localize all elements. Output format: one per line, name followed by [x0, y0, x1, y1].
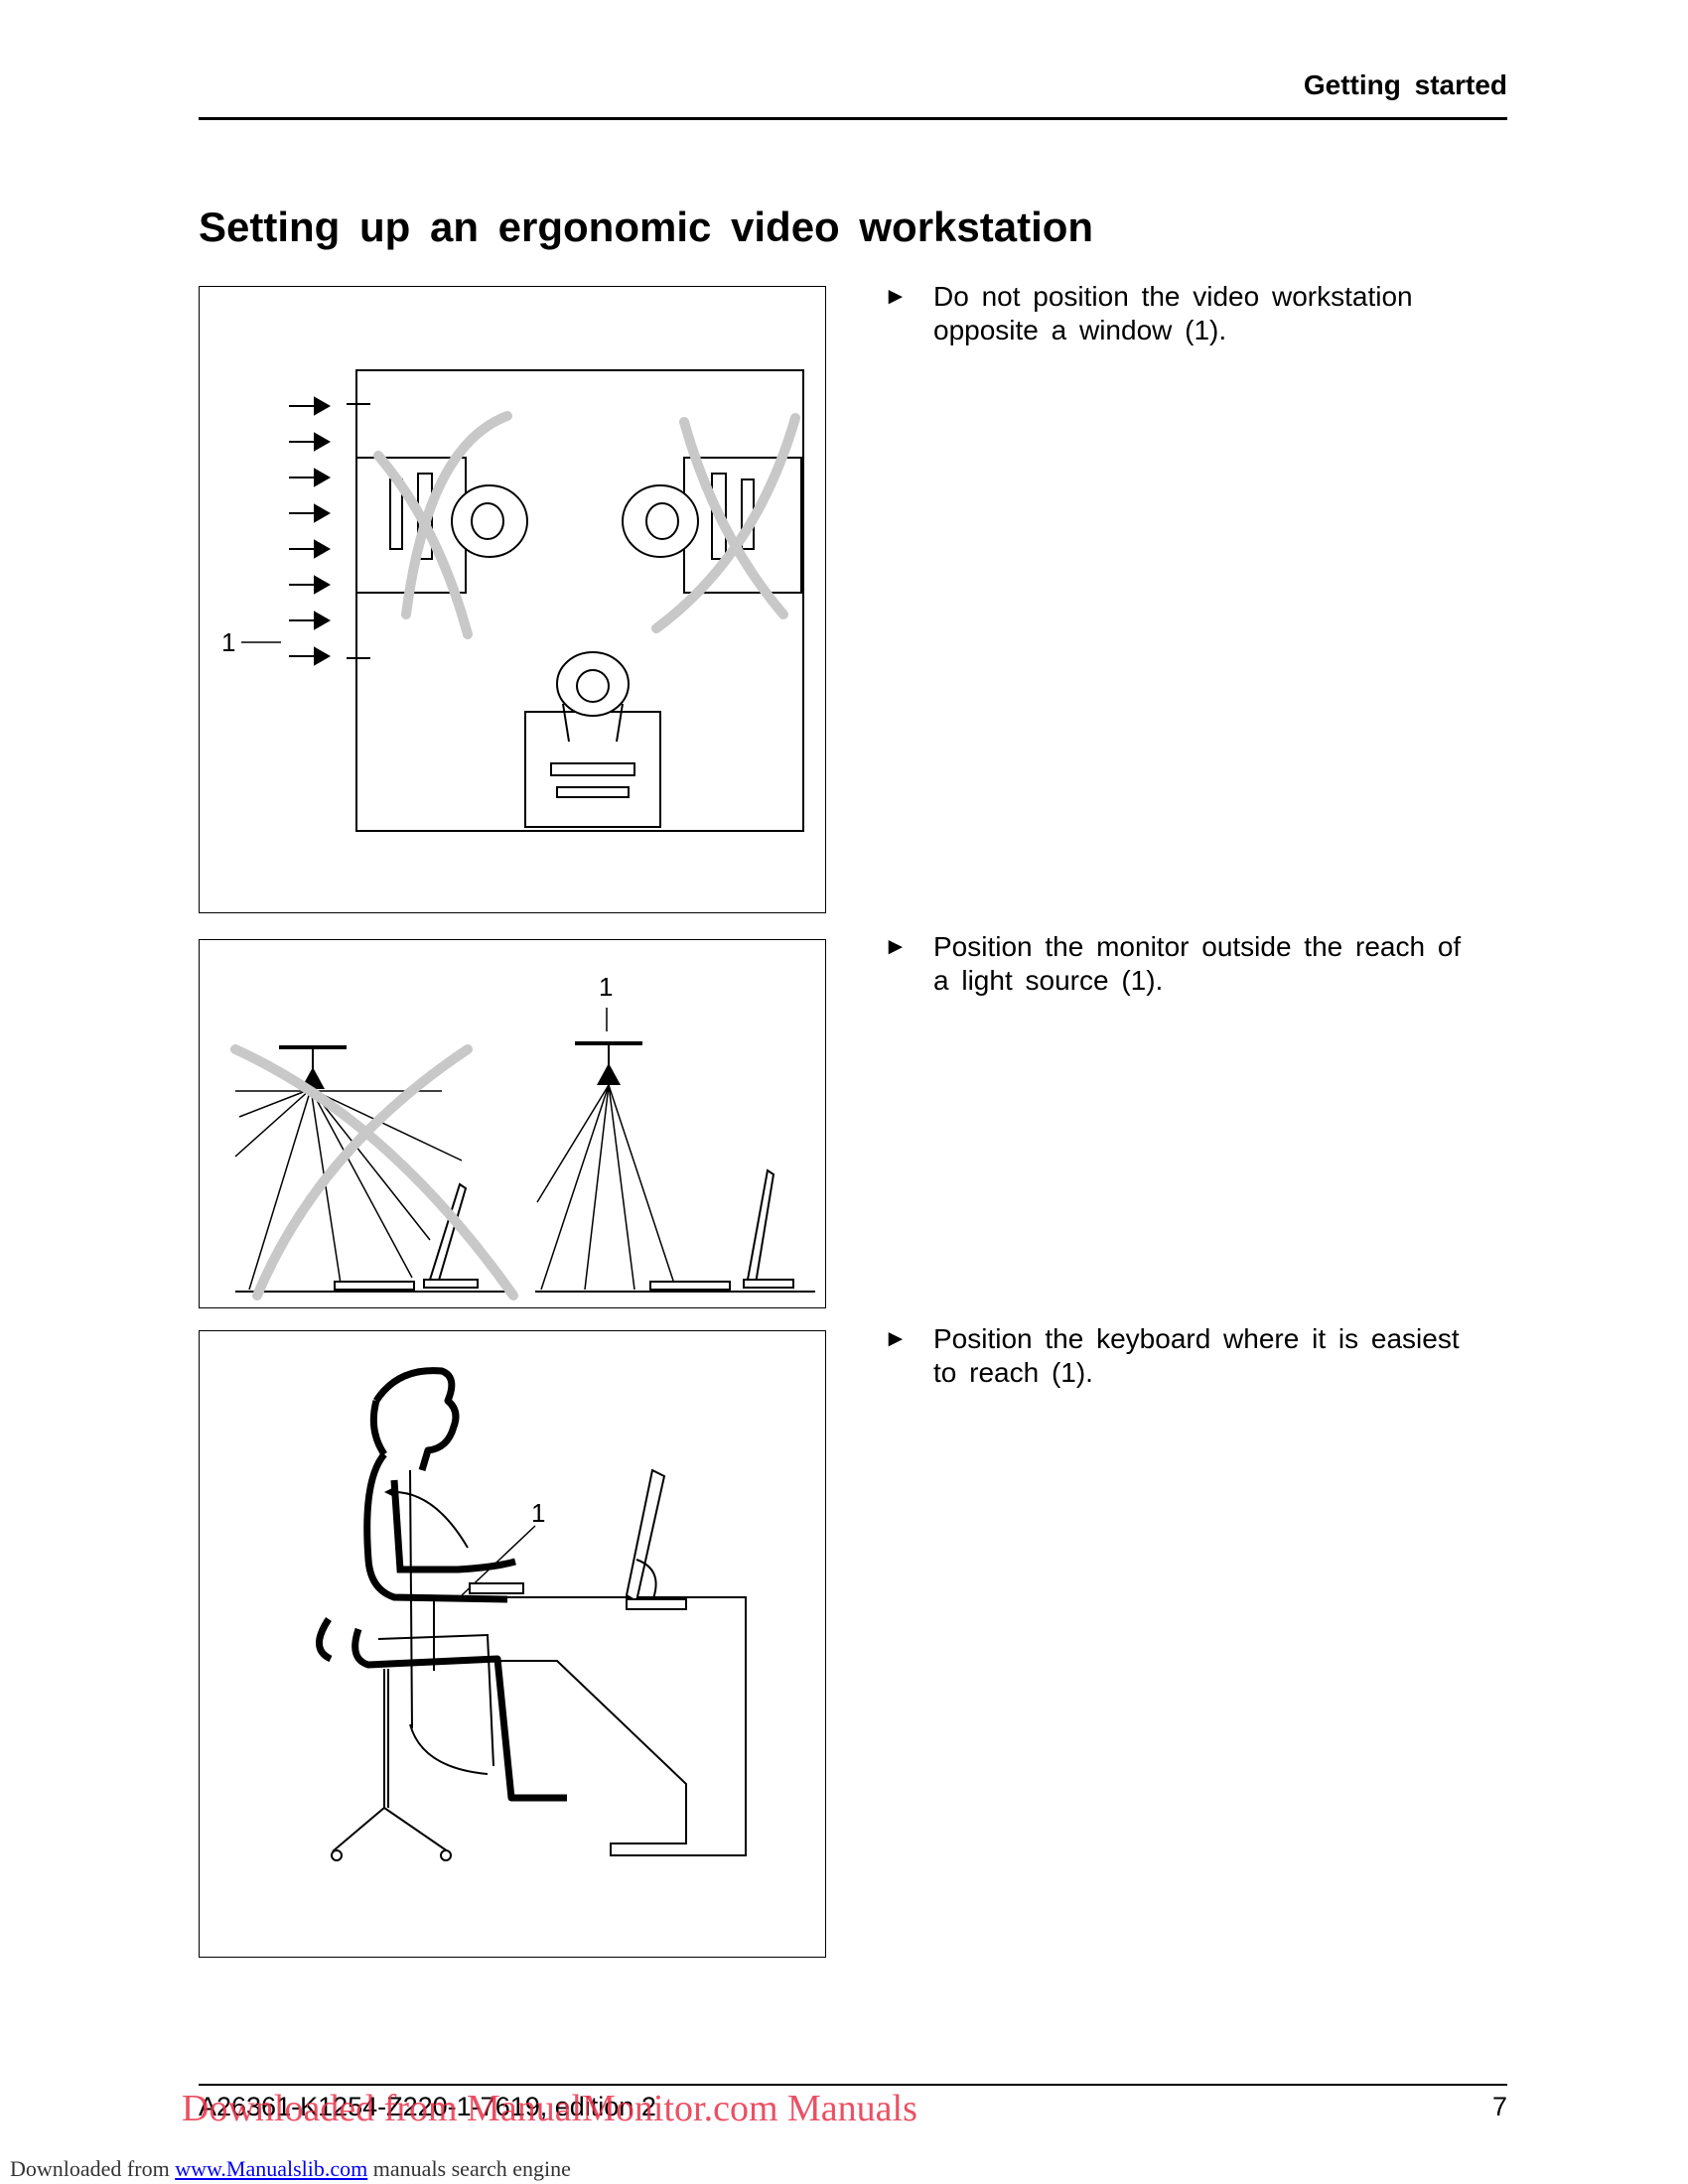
keyboard-callout: 1 — [531, 1498, 545, 1528]
posture-illustration: 1 — [316, 1367, 747, 1861]
watermark-overlay: Downloaded from ManualMonitor.com Manual… — [182, 2088, 917, 2129]
window-callout: 1 — [221, 627, 235, 657]
bullet-arrow-icon: ► — [884, 1325, 908, 1352]
figure-light-source: 1 — [199, 939, 826, 1308]
manualslib-link[interactable]: www.Manualslib.com — [175, 2156, 368, 2181]
document-number: A26361-K1254-Z220-1-7619, edition 2 — [199, 2092, 656, 2121]
download-notice: Downloaded from www.Manualslib.com manua… — [10, 2156, 571, 2182]
window-layout-illustration: 1 — [221, 369, 804, 832]
running-header: Getting started — [199, 69, 1507, 121]
header-rule — [199, 117, 1507, 120]
figure-keyboard-posture: 1 — [199, 1330, 826, 1958]
instruction-text: Do not position the video workstation op… — [933, 281, 1413, 345]
instruction-text: Position the monitor outside the reach o… — [933, 931, 1462, 996]
bullet-arrow-icon: ► — [884, 933, 908, 960]
download-suffix: manuals search engine — [367, 2156, 571, 2181]
section-name: Getting started — [1303, 69, 1507, 100]
sunlight-arrows — [289, 396, 332, 666]
download-prefix: Downloaded from — [10, 2156, 176, 2181]
light-source-illustration: 1 — [230, 972, 815, 1300]
footer-rule — [199, 2084, 1507, 2086]
bullet-arrow-icon: ► — [884, 283, 908, 310]
figure-window-position: 1 — [199, 286, 826, 913]
page-number: 7 — [1491, 2092, 1507, 2121]
page-title: Setting up an ergonomic video workstatio… — [199, 204, 1094, 250]
light-callout: 1 — [599, 972, 613, 1002]
instruction-text: Position the keyboard where it is easies… — [933, 1323, 1460, 1388]
